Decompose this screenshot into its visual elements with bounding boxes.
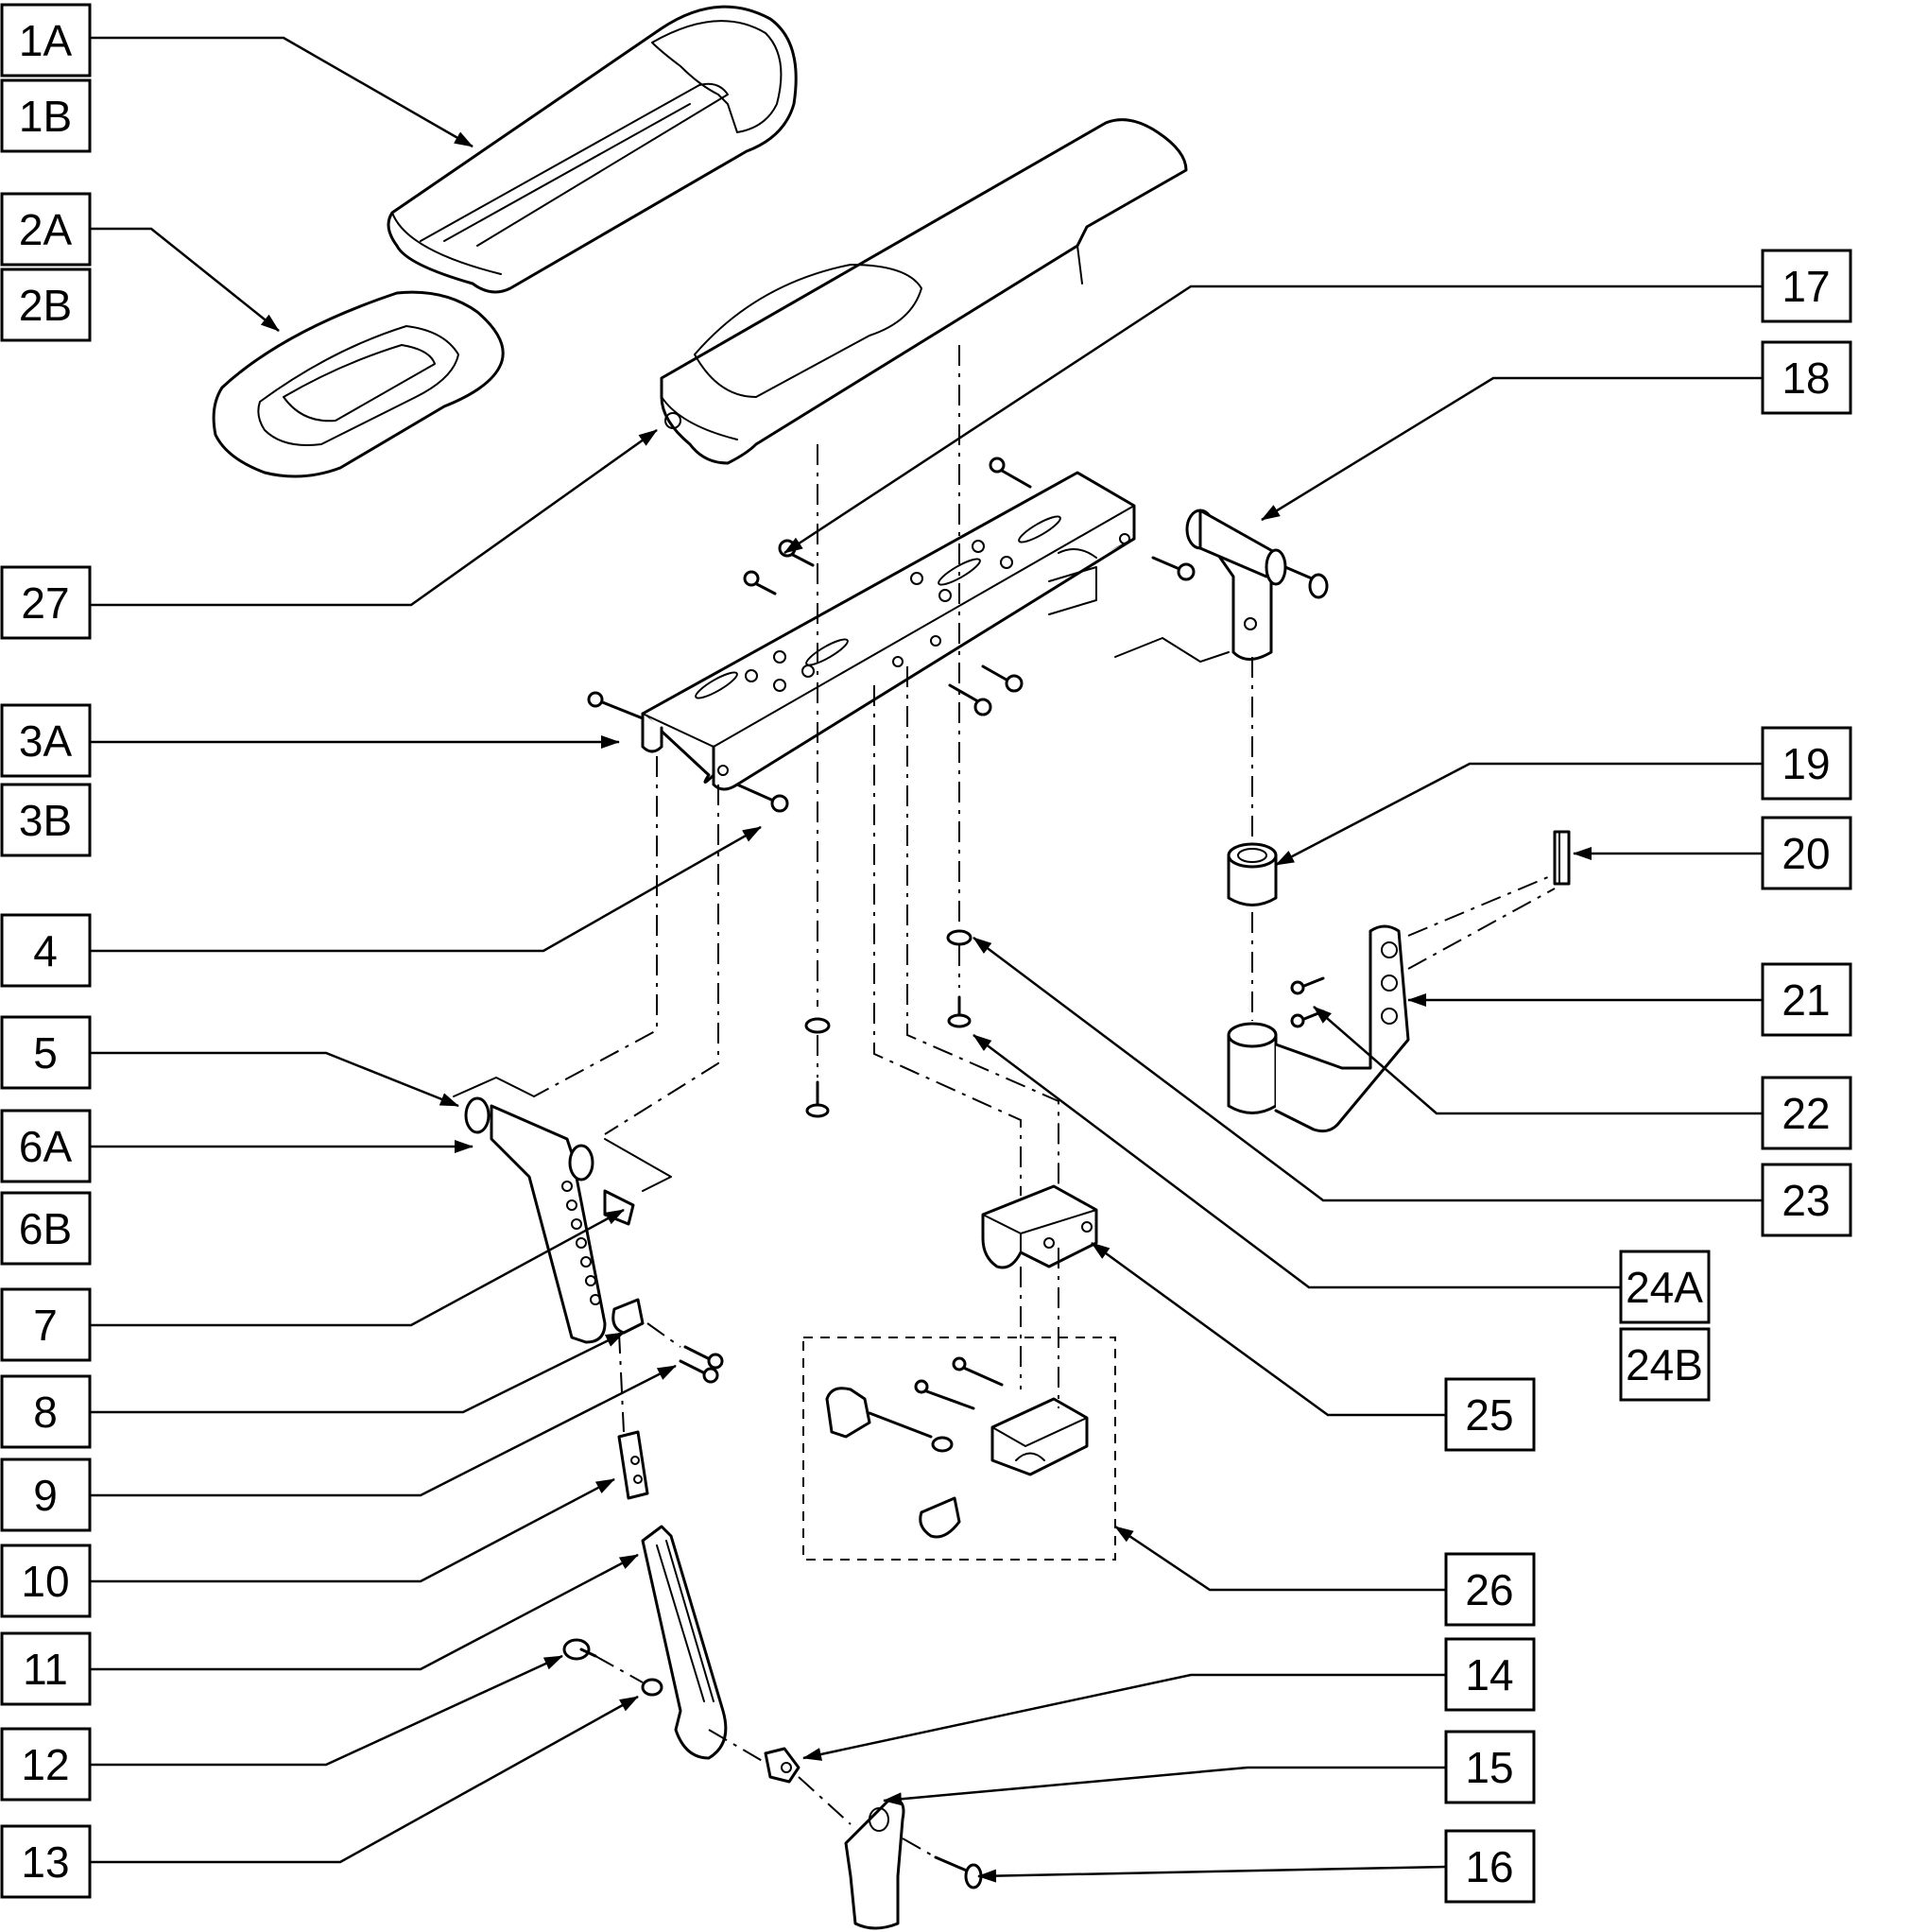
svg-text:1B: 1B: [19, 92, 72, 141]
callout-boxes: 1A 1B 2A 2B 27 3A 3B 4 5 6A 6B 7 8 9 10 …: [0, 3, 1852, 1904]
leader-lines: [90, 36, 1763, 1883]
callout-5: 5: [0, 1015, 92, 1090]
armrest-27: [660, 118, 1188, 465]
callout-18: 18: [1761, 340, 1852, 415]
clamp-8: [611, 1298, 645, 1335]
svg-text:4: 4: [33, 926, 58, 975]
svg-text:21: 21: [1782, 975, 1830, 1025]
callout-19: 19: [1761, 726, 1852, 801]
bracket-21: [1227, 924, 1410, 1133]
callout-20: 20: [1761, 816, 1852, 890]
assembly-26: [802, 1337, 1116, 1561]
armrest-pad-2: [212, 290, 505, 478]
svg-text:3B: 3B: [19, 796, 72, 845]
svg-text:9: 9: [33, 1471, 58, 1520]
screw-16: [934, 1855, 983, 1889]
svg-text:16: 16: [1465, 1842, 1513, 1891]
callout-24A: 24A: [1619, 1250, 1711, 1324]
washer-13: [641, 1678, 663, 1697]
screws-22: [1290, 976, 1325, 1028]
callout-21: 21: [1761, 962, 1852, 1037]
bushing-19: [1227, 842, 1278, 906]
svg-text:5: 5: [33, 1028, 58, 1078]
callout-22: 22: [1761, 1076, 1852, 1150]
callout-14: 14: [1444, 1637, 1536, 1712]
svg-text:3A: 3A: [19, 716, 73, 766]
callout-2B: 2B: [0, 267, 92, 342]
pivot-tube-18: [1048, 509, 1329, 663]
svg-text:10: 10: [21, 1557, 69, 1606]
svg-text:27: 27: [21, 578, 69, 628]
svg-text:18: 18: [1782, 354, 1830, 403]
svg-text:14: 14: [1465, 1650, 1513, 1699]
callout-24B: 24B: [1619, 1327, 1711, 1402]
screws-9: [679, 1345, 724, 1384]
callout-27: 27: [0, 565, 92, 640]
callout-3A: 3A: [0, 703, 92, 778]
svg-text:25: 25: [1465, 1390, 1513, 1440]
assembly-lines: [533, 345, 1556, 1858]
bushing-12: [562, 1638, 597, 1661]
callout-23: 23: [1761, 1163, 1852, 1237]
screw-24: [805, 995, 972, 1118]
insert-10: [617, 1430, 649, 1500]
callout-10: 10: [0, 1544, 92, 1618]
svg-text:15: 15: [1465, 1743, 1513, 1792]
callout-4: 4: [0, 913, 92, 988]
svg-text:20: 20: [1782, 829, 1830, 878]
washer-23: [804, 929, 973, 1034]
callout-11: 11: [0, 1631, 92, 1706]
pin-20: [1553, 830, 1571, 886]
slotted-arm-11: [641, 1525, 728, 1760]
fitting-15: [844, 1798, 905, 1930]
svg-text:7: 7: [33, 1301, 58, 1350]
armrest-bracket-3: [641, 471, 1136, 791]
callout-17: 17: [1761, 249, 1852, 323]
callout-26: 26: [1444, 1552, 1536, 1627]
armrest-pad-1: [387, 5, 798, 294]
svg-text:22: 22: [1782, 1089, 1830, 1138]
callout-13: 13: [0, 1824, 92, 1899]
block-25: [981, 1184, 1098, 1269]
callout-6B: 6B: [0, 1191, 92, 1266]
callout-6A: 6A: [0, 1109, 92, 1183]
svg-text:24A: 24A: [1626, 1263, 1703, 1312]
svg-text:26: 26: [1465, 1565, 1513, 1614]
callout-3B: 3B: [0, 783, 92, 857]
svg-text:6B: 6B: [19, 1204, 72, 1253]
svg-text:6A: 6A: [19, 1122, 73, 1171]
callout-1A: 1A: [0, 3, 92, 78]
svg-text:12: 12: [21, 1740, 69, 1789]
callout-16: 16: [1444, 1829, 1536, 1904]
callout-15: 15: [1444, 1730, 1536, 1804]
callout-9: 9: [0, 1458, 92, 1532]
svg-text:2B: 2B: [19, 281, 72, 330]
svg-text:8: 8: [33, 1388, 58, 1437]
svg-text:11: 11: [23, 1645, 68, 1694]
bushing-14: [764, 1747, 800, 1784]
callout-12: 12: [0, 1727, 92, 1802]
callout-25: 25: [1444, 1377, 1536, 1452]
svg-text:17: 17: [1782, 262, 1830, 311]
svg-text:2A: 2A: [19, 205, 73, 254]
svg-text:24B: 24B: [1626, 1340, 1703, 1389]
svg-text:1A: 1A: [19, 16, 73, 65]
svg-text:13: 13: [21, 1837, 69, 1887]
callout-1B: 1B: [0, 78, 92, 153]
callout-2A: 2A: [0, 192, 92, 267]
arm-tube-6: [453, 1077, 672, 1344]
callout-7: 7: [0, 1287, 92, 1362]
svg-text:19: 19: [1782, 739, 1830, 788]
callout-8: 8: [0, 1374, 92, 1449]
svg-text:23: 23: [1782, 1176, 1830, 1225]
